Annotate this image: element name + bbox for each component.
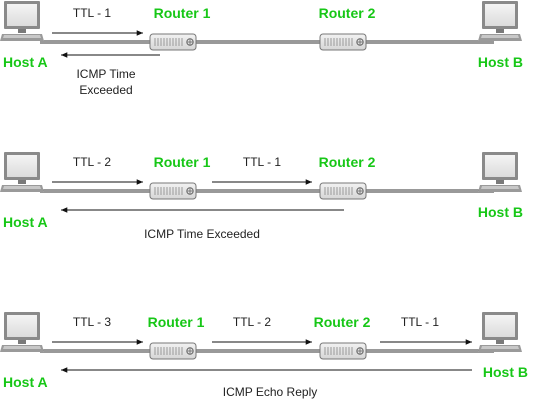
router-1-icon [149,342,197,360]
router-2-icon [319,182,367,200]
host-b-label: Host B [483,364,528,380]
router-1-label: Router 1 [154,5,211,21]
router-1-icon [149,182,197,200]
scenario-1: TTL - 1 Router 1 Router 2 Host A Host B … [0,1,523,97]
router-2-label: Router 2 [314,314,371,330]
router-1-label: Router 1 [154,154,211,170]
reply-label: ICMP Time Exceeded [144,227,260,241]
host-a-computer-icon [0,152,44,192]
host-b-computer-icon [478,312,522,352]
host-a-label: Host A [3,54,48,70]
ttl-label: TTL - 1 [73,6,112,20]
router-2-label: Router 2 [319,154,376,170]
router-1-icon [149,33,197,51]
host-a-computer-icon [0,312,44,352]
router-1-label: Router 1 [148,314,205,330]
reply-label-line-1: ICMP Time [76,67,135,81]
host-a-label: Host A [3,214,48,230]
scenario-2: TTL - 2 TTL - 1 Router 1 Router 2 Host A… [0,152,523,241]
ttl-label: TTL - 2 [233,315,272,329]
ttl-label: TTL - 1 [243,155,282,169]
ttl-label: TTL - 1 [401,315,440,329]
router-2-label: Router 2 [319,5,376,21]
host-b-label: Host B [478,204,523,220]
host-a-computer-icon [0,1,44,41]
reply-label-line-2: Exceeded [79,83,132,97]
ttl-label: TTL - 3 [73,315,112,329]
scenario-3: TTL - 3 TTL - 2 TTL - 1 Router 1 Router … [0,312,528,399]
router-2-icon [319,33,367,51]
host-b-label: Host B [478,54,523,70]
ttl-label: TTL - 2 [73,155,112,169]
host-b-computer-icon [478,152,522,192]
router-2-icon [319,342,367,360]
host-a-label: Host A [3,374,48,390]
reply-label: ICMP Echo Reply [223,385,317,399]
host-b-computer-icon [478,1,522,41]
